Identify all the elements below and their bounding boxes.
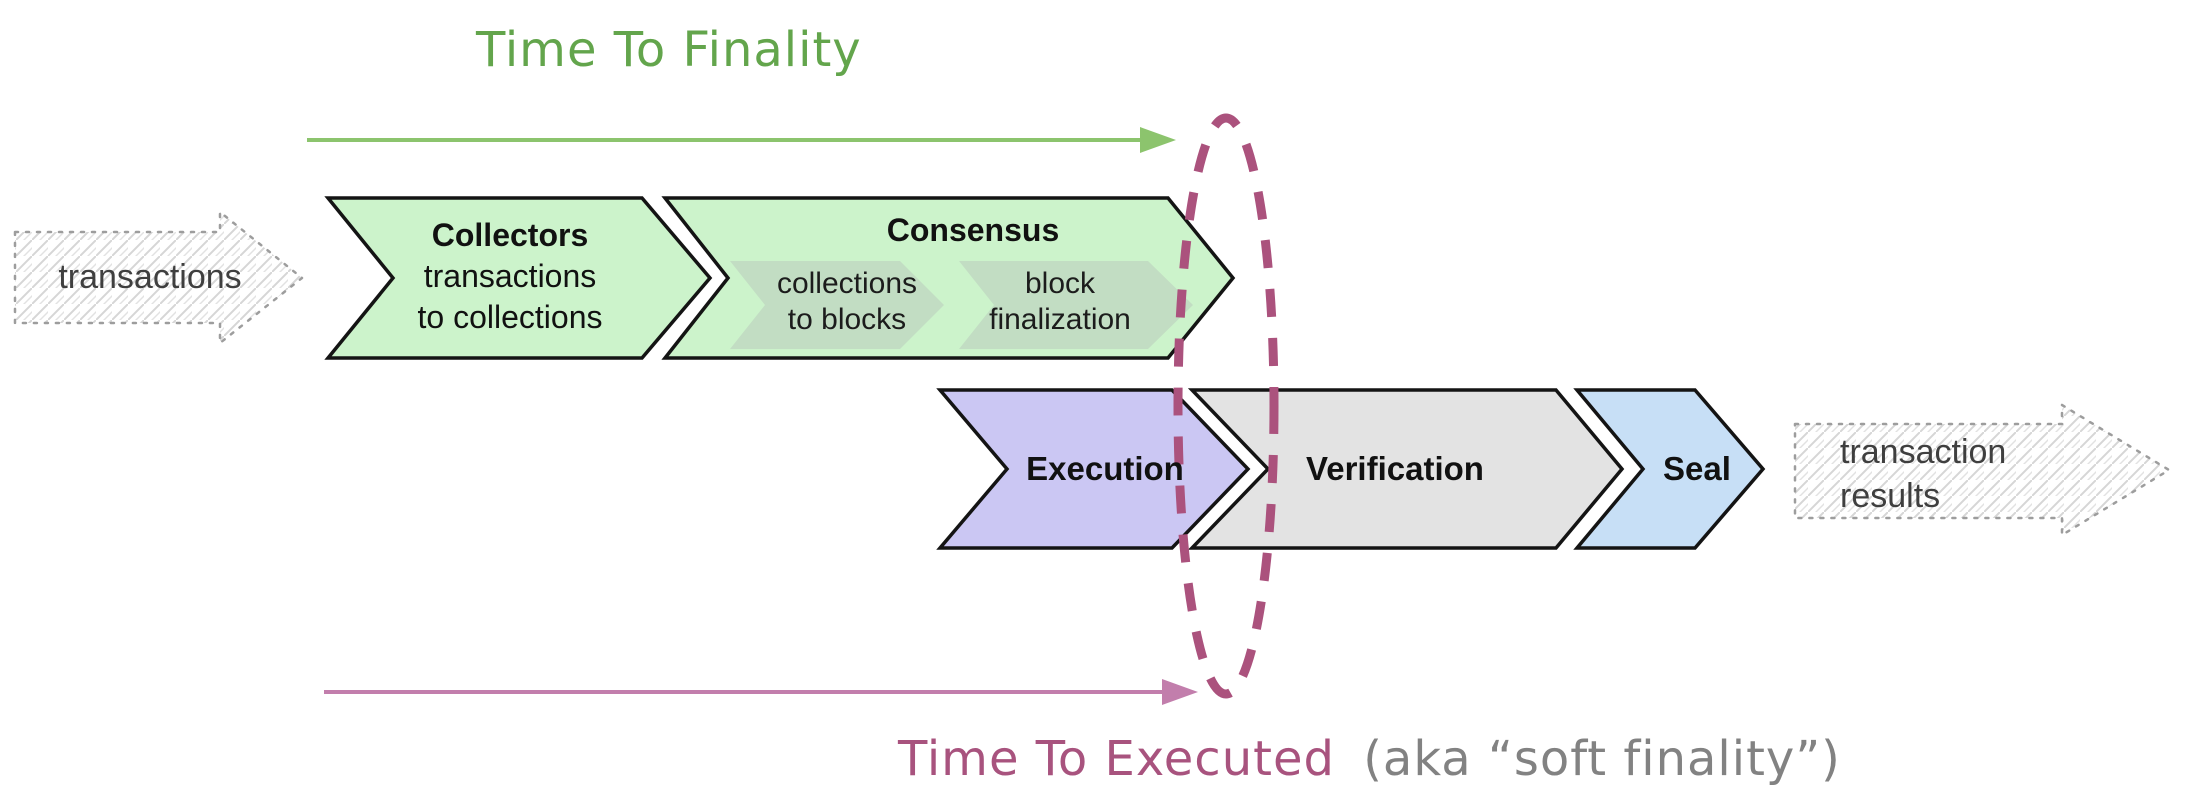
output-arrow-label-line2: results [1840, 477, 1941, 515]
executed-title-note: (aka “soft finality”) [1363, 731, 1841, 787]
executed-title: Time To Executed (aka “soft finality”) [898, 731, 1841, 787]
collectors-line1: transactions [423, 258, 597, 294]
finality-timeline-arrowhead [1140, 127, 1176, 153]
soft-finality-ellipse [1173, 113, 1279, 699]
transactions-input-arrow-shape [13, 210, 304, 345]
output-arrow-label: transaction results [1840, 430, 2006, 518]
output-arrow-label-line1: transaction [1840, 433, 2007, 471]
seal-label: Seal [1663, 450, 1731, 487]
verification-label: Verification [1306, 450, 1484, 487]
execution-chevron [936, 388, 1251, 550]
substep2-line1: block [1024, 267, 1096, 300]
consensus-substep-1-label: collections to blocks [747, 266, 947, 338]
collectors-text-block: Collectors transactions to collections [355, 215, 665, 338]
executed-title-main: Time To Executed [898, 731, 1335, 787]
consensus-substep-1-shape [730, 261, 944, 349]
substep1-line2: to blocks [787, 303, 907, 336]
verification-chevron [1187, 388, 1625, 550]
consensus-substep-2-label: block finalization [960, 266, 1160, 338]
seal-chevron [1573, 388, 1766, 550]
finality-title: Time To Finality [476, 22, 862, 78]
collectors-line2: to collections [417, 299, 603, 335]
consensus-substep-2-shape [959, 261, 1193, 349]
consensus-title: Consensus [886, 212, 1060, 248]
collectors-title: Collectors [431, 217, 589, 253]
collectors-chevron [324, 196, 713, 360]
executed-timeline-arrowhead [1162, 679, 1198, 705]
execution-label: Execution [1026, 450, 1184, 487]
transactions-arrow-label: transactions [58, 258, 242, 296]
substep1-line1: collections [776, 267, 918, 300]
substep2-line2: finalization [989, 303, 1131, 336]
output-arrow-shape [1793, 403, 2171, 537]
